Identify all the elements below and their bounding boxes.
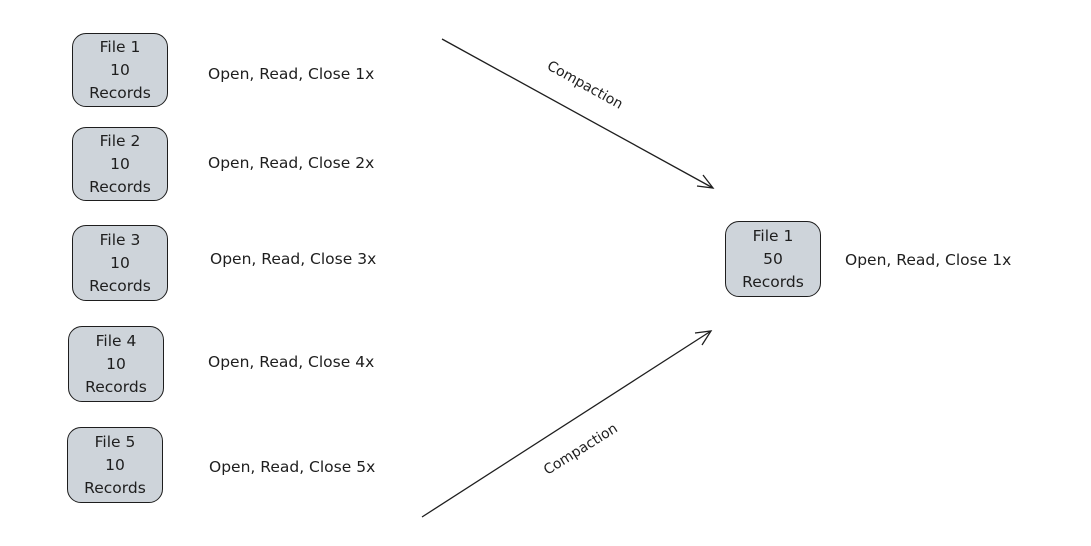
record-unit: Records bbox=[89, 177, 151, 196]
record-unit: Records bbox=[89, 83, 151, 102]
source-file-2: File 2 10 Records bbox=[72, 127, 168, 201]
record-count: 50 bbox=[763, 249, 783, 268]
compaction-arrowhead-bottom bbox=[694, 330, 713, 346]
result-file-caption: Open, Read, Close 1x bbox=[845, 251, 1012, 269]
result-file: File 1 50 Records bbox=[725, 221, 821, 297]
compaction-arrow-bottom bbox=[421, 330, 712, 518]
record-count: 10 bbox=[105, 455, 125, 474]
record-unit: Records bbox=[84, 478, 146, 497]
record-count: 10 bbox=[110, 154, 130, 173]
source-file-5-caption: Open, Read, Close 5x bbox=[209, 458, 376, 476]
source-file-4-caption: Open, Read, Close 4x bbox=[208, 353, 375, 371]
source-file-1-caption: Open, Read, Close 1x bbox=[208, 65, 375, 83]
file-name: File 4 bbox=[95, 331, 137, 350]
record-count: 10 bbox=[110, 253, 130, 272]
file-name: File 1 bbox=[99, 37, 141, 56]
record-count: 10 bbox=[106, 354, 126, 373]
source-file-3-caption: Open, Read, Close 3x bbox=[210, 250, 377, 268]
source-file-4: File 4 10 Records bbox=[68, 326, 164, 402]
record-unit: Records bbox=[85, 377, 147, 396]
source-file-5: File 5 10 Records bbox=[67, 427, 163, 503]
record-count: 10 bbox=[110, 60, 130, 79]
file-name: File 2 bbox=[99, 131, 141, 150]
file-name: File 1 bbox=[752, 226, 794, 245]
file-name: File 5 bbox=[94, 432, 136, 451]
record-unit: Records bbox=[89, 276, 151, 295]
compaction-arrow-top bbox=[441, 38, 714, 189]
file-name: File 3 bbox=[99, 230, 141, 249]
source-file-2-caption: Open, Read, Close 2x bbox=[208, 154, 375, 172]
source-file-1: File 1 10 Records bbox=[72, 33, 168, 107]
source-file-3: File 3 10 Records bbox=[72, 225, 168, 301]
record-unit: Records bbox=[742, 272, 804, 291]
compaction-arrowhead-top bbox=[696, 174, 715, 189]
